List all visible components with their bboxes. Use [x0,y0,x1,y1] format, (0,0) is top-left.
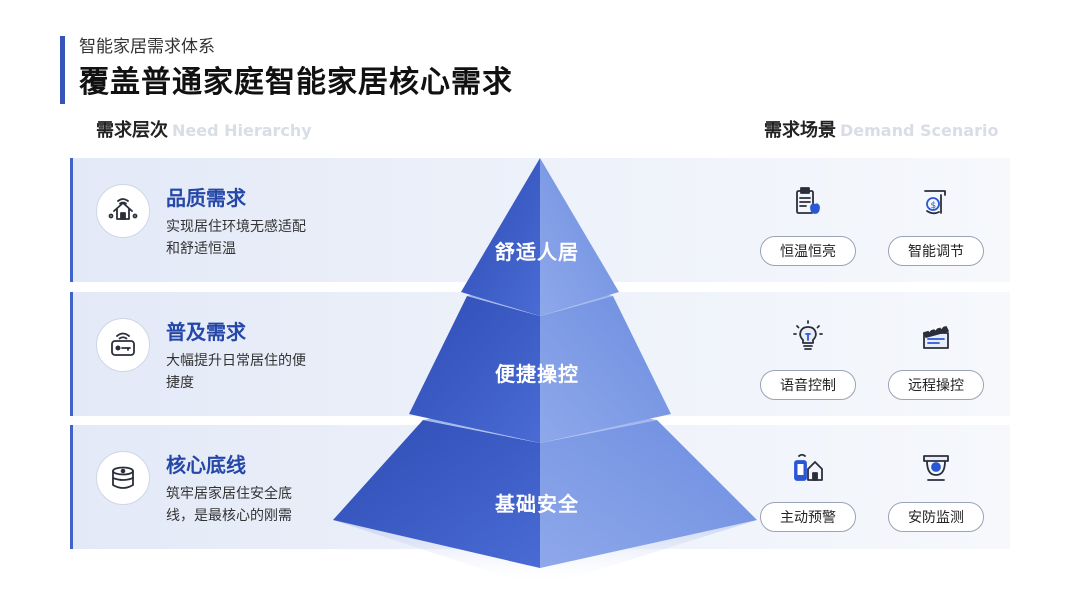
svg-text:$: $ [931,201,937,211]
lightbulb-icon [790,318,826,354]
scenario-item: 恒温恒亮 [760,184,856,266]
page-title: 覆盖普通家庭智能家居核心需求 [79,65,513,100]
scenario-pill: 语音控制 [760,370,856,400]
scenario-heading: 需求场景 Demand Scenario [764,116,998,142]
pyramid-tier-top [461,158,619,316]
level-desc: 筑牢居家居住安全底线，是最核心的刚需 [166,486,292,524]
pyramid: 舒适人居 便捷操控 基础安全 [325,158,765,588]
pyramid-reflection [333,520,757,588]
pyramid-label-middle: 便捷操控 [495,362,579,386]
smart-lock-icon [96,318,150,372]
hand-coin-icon: $ [918,184,954,220]
page-header: 智能家居需求体系 覆盖普通家庭智能家居核心需求 [60,36,513,104]
level-core: 核心底线 筑牢居家居住安全底线，是最核心的刚需 [96,425,416,549]
scenario-item: 主动预警 [760,450,856,532]
level-desc: 大幅提升日常居住的便捷度 [166,353,306,391]
scenario-pill: 安防监测 [888,502,984,532]
hierarchy-heading: 需求层次 Need Hierarchy [96,116,312,142]
scenario-pill: 恒温恒亮 [760,236,856,266]
level-name: 普及需求 [166,320,246,344]
clipboard-apple-icon [790,184,826,220]
pyramid-graphic [333,158,757,588]
scenario-pill: 主动预警 [760,502,856,532]
scenario-item: 安防监测 [888,450,984,532]
level-popular: 普及需求 大幅提升日常居住的便捷度 [96,292,416,416]
scenario-item: 语音控制 [760,318,856,400]
scenario-item: $ 智能调节 [888,184,984,266]
page-subtitle: 智能家居需求体系 [79,37,215,57]
level-name: 品质需求 [166,186,246,210]
level-name: 核心底线 [166,453,246,477]
level-desc: 实现居住环境无感适配和舒适恒温 [166,219,306,257]
scenario-pill: 智能调节 [888,236,984,266]
hierarchy-heading-cn: 需求层次 [96,120,168,141]
level-quality: 品质需求 实现居住环境无感适配和舒适恒温 [96,158,416,282]
scenario-heading-cn: 需求场景 [764,120,836,141]
pyramid-label-top: 舒适人居 [495,240,579,264]
scenario-pill: 远程操控 [888,370,984,400]
scenario-item: 远程操控 [888,318,984,400]
smart-home-icon [96,184,150,238]
smart-speaker-icon [96,451,150,505]
security-camera-icon [918,450,954,486]
phone-house-icon [790,450,826,486]
scenario-heading-en: Demand Scenario [840,121,999,140]
pyramid-label-bottom: 基础安全 [495,492,579,516]
hierarchy-heading-en: Need Hierarchy [172,121,312,140]
clapperboard-icon [918,318,954,354]
